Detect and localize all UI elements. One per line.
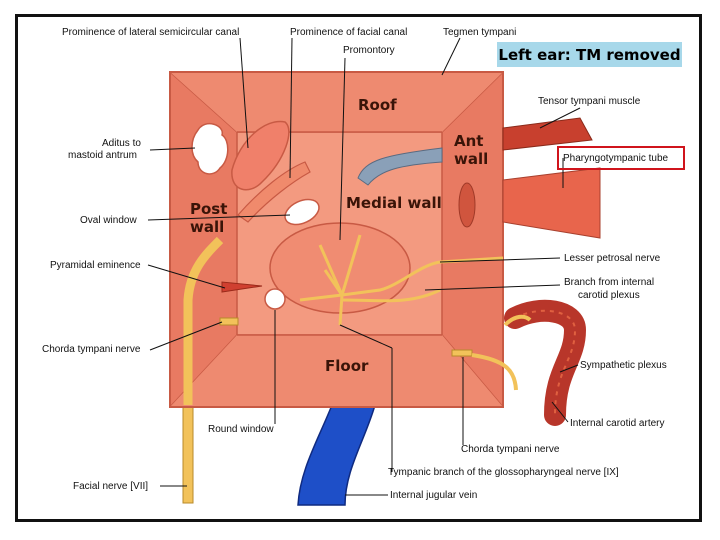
label-internal-carotid: Internal carotid artery [570, 418, 665, 429]
label-pyramidal-eminence: Pyramidal eminence [50, 260, 141, 271]
label-sympathetic-plexus: Sympathetic plexus [580, 360, 667, 371]
label-prominence-facial-canal: Prominence of facial canal [290, 27, 408, 38]
label-tensor-tympani: Tensor tympani muscle [538, 96, 641, 107]
floor-label: Floor [325, 357, 369, 375]
chorda-left-piece [219, 317, 239, 326]
facial-canal-prominence [237, 161, 311, 223]
label-chorda-right: Chorda tympani nerve [461, 444, 560, 455]
aditus-opening [191, 122, 229, 175]
label-prominence-lateral-canal: Prominence of lateral semicircular canal [62, 27, 240, 38]
facial-nerve-path [183, 236, 224, 405]
label-oval-window: Oval window [80, 215, 137, 226]
lateral-canal-prominence [231, 120, 290, 191]
label-tegmen-tympani: Tegmen tympani [443, 27, 517, 38]
label-aditus-1: Aditus to [102, 138, 141, 149]
leader-lines [147, 37, 581, 496]
highlight-box [557, 146, 685, 170]
chorda-right-piece [451, 349, 473, 357]
label-promontory: Promontory [343, 45, 395, 56]
label-pharyngotympanic-tube: Pharyngotympanic tube [563, 153, 669, 164]
medial-wall-label: Medial wall [346, 194, 442, 212]
tympanic-plexus [299, 234, 441, 326]
label-aditus-2: mastoid antrum [68, 150, 137, 161]
pharyngotympanic-tube [502, 167, 601, 239]
facial-nerve-descending [182, 404, 194, 504]
tensor-tympani-canal [357, 147, 443, 186]
label-branch-1: Branch from internal [564, 277, 655, 288]
label-internal-jugular: Internal jugular vein [390, 490, 478, 501]
label-branch-2: carotid plexus [578, 290, 640, 301]
round-window [264, 288, 286, 310]
roof-label: Roof [358, 96, 397, 114]
internal-carotid-artery [504, 299, 587, 426]
label-tympanic-branch: Tympanic branch of the glossopharyngeal … [388, 467, 619, 478]
ant-wall-label: Ant wall [454, 132, 489, 168]
label-lesser-petrosal: Lesser petrosal nerve [564, 253, 661, 264]
internal-jugular-vein [297, 404, 376, 506]
label-chorda-left: Chorda tympani nerve [42, 344, 141, 355]
tube-opening [458, 182, 476, 228]
label-facial-nerve: Facial nerve [VII] [73, 481, 149, 492]
post-wall-label: Post wall [190, 200, 228, 236]
label-round-window: Round window [208, 424, 274, 435]
oval-window [284, 198, 320, 226]
view-title: Left ear: TM removed [497, 42, 682, 67]
